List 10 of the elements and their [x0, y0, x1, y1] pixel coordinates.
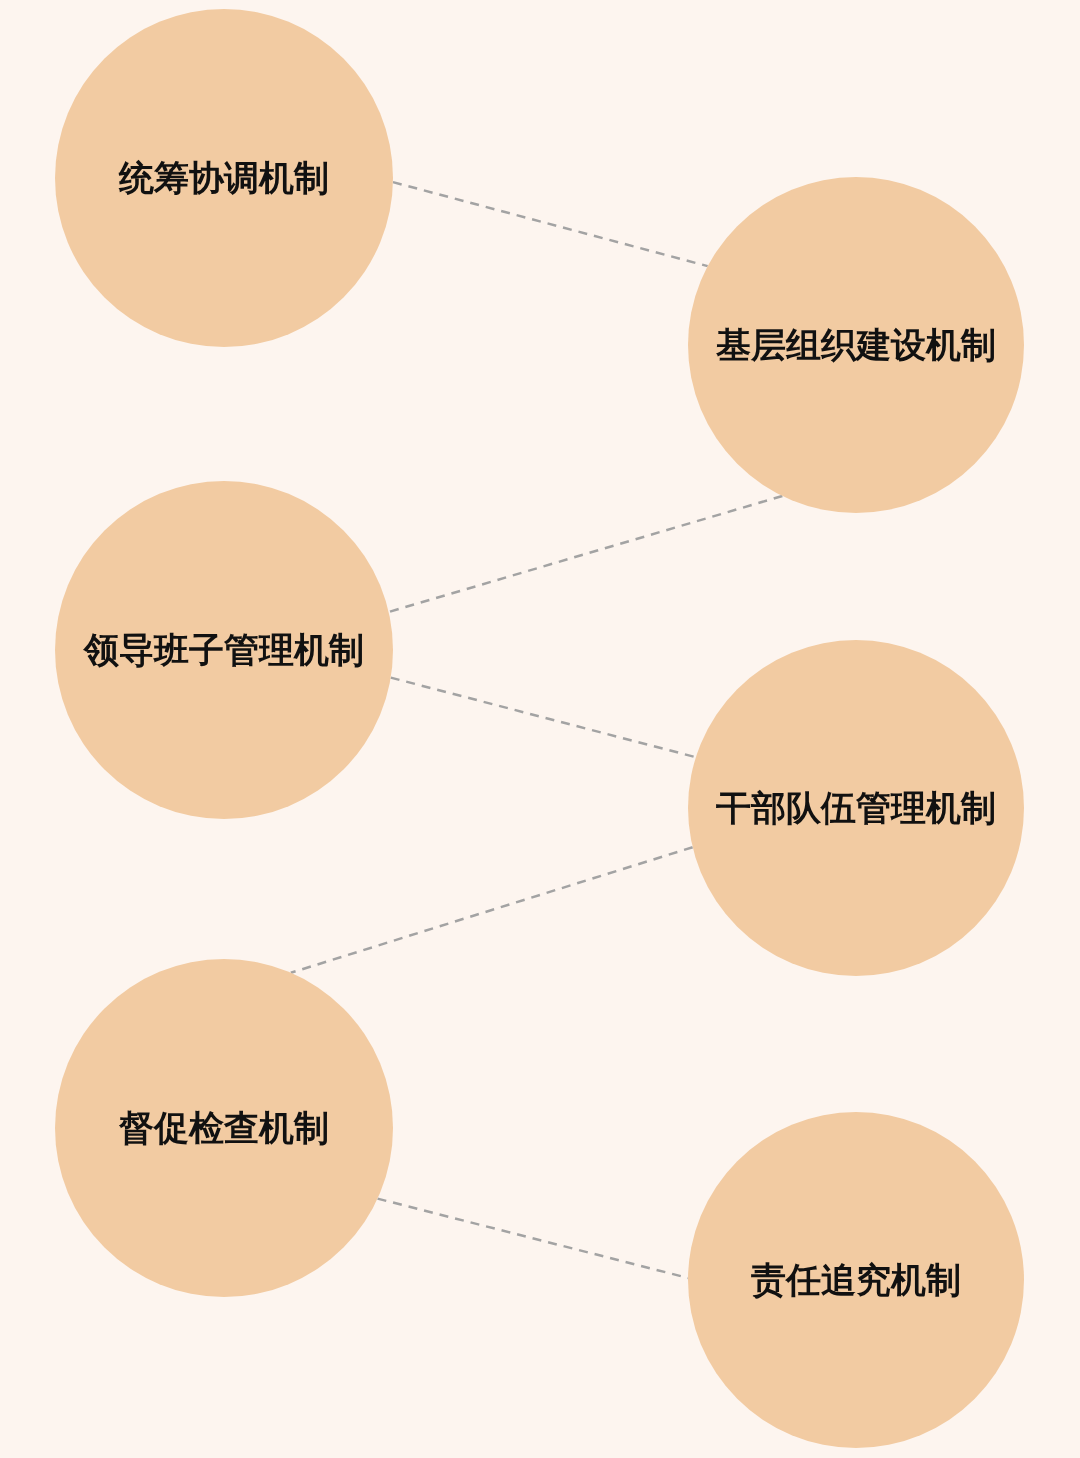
- mechanism-label: 统筹协调机制: [119, 156, 329, 200]
- mechanism-label: 干部队伍管理机制: [716, 786, 996, 830]
- mechanism-label: 领导班子管理机制: [84, 628, 364, 672]
- dashed-connector: [392, 180, 708, 268]
- dashed-connector: [388, 494, 783, 614]
- mechanism-label: 基层组织建设机制: [716, 323, 996, 367]
- dashed-connector: [390, 676, 697, 759]
- mechanism-label: 督促检查机制: [119, 1106, 329, 1150]
- mechanism-label: 责任追究机制: [751, 1258, 961, 1302]
- dashed-connector: [290, 846, 693, 974]
